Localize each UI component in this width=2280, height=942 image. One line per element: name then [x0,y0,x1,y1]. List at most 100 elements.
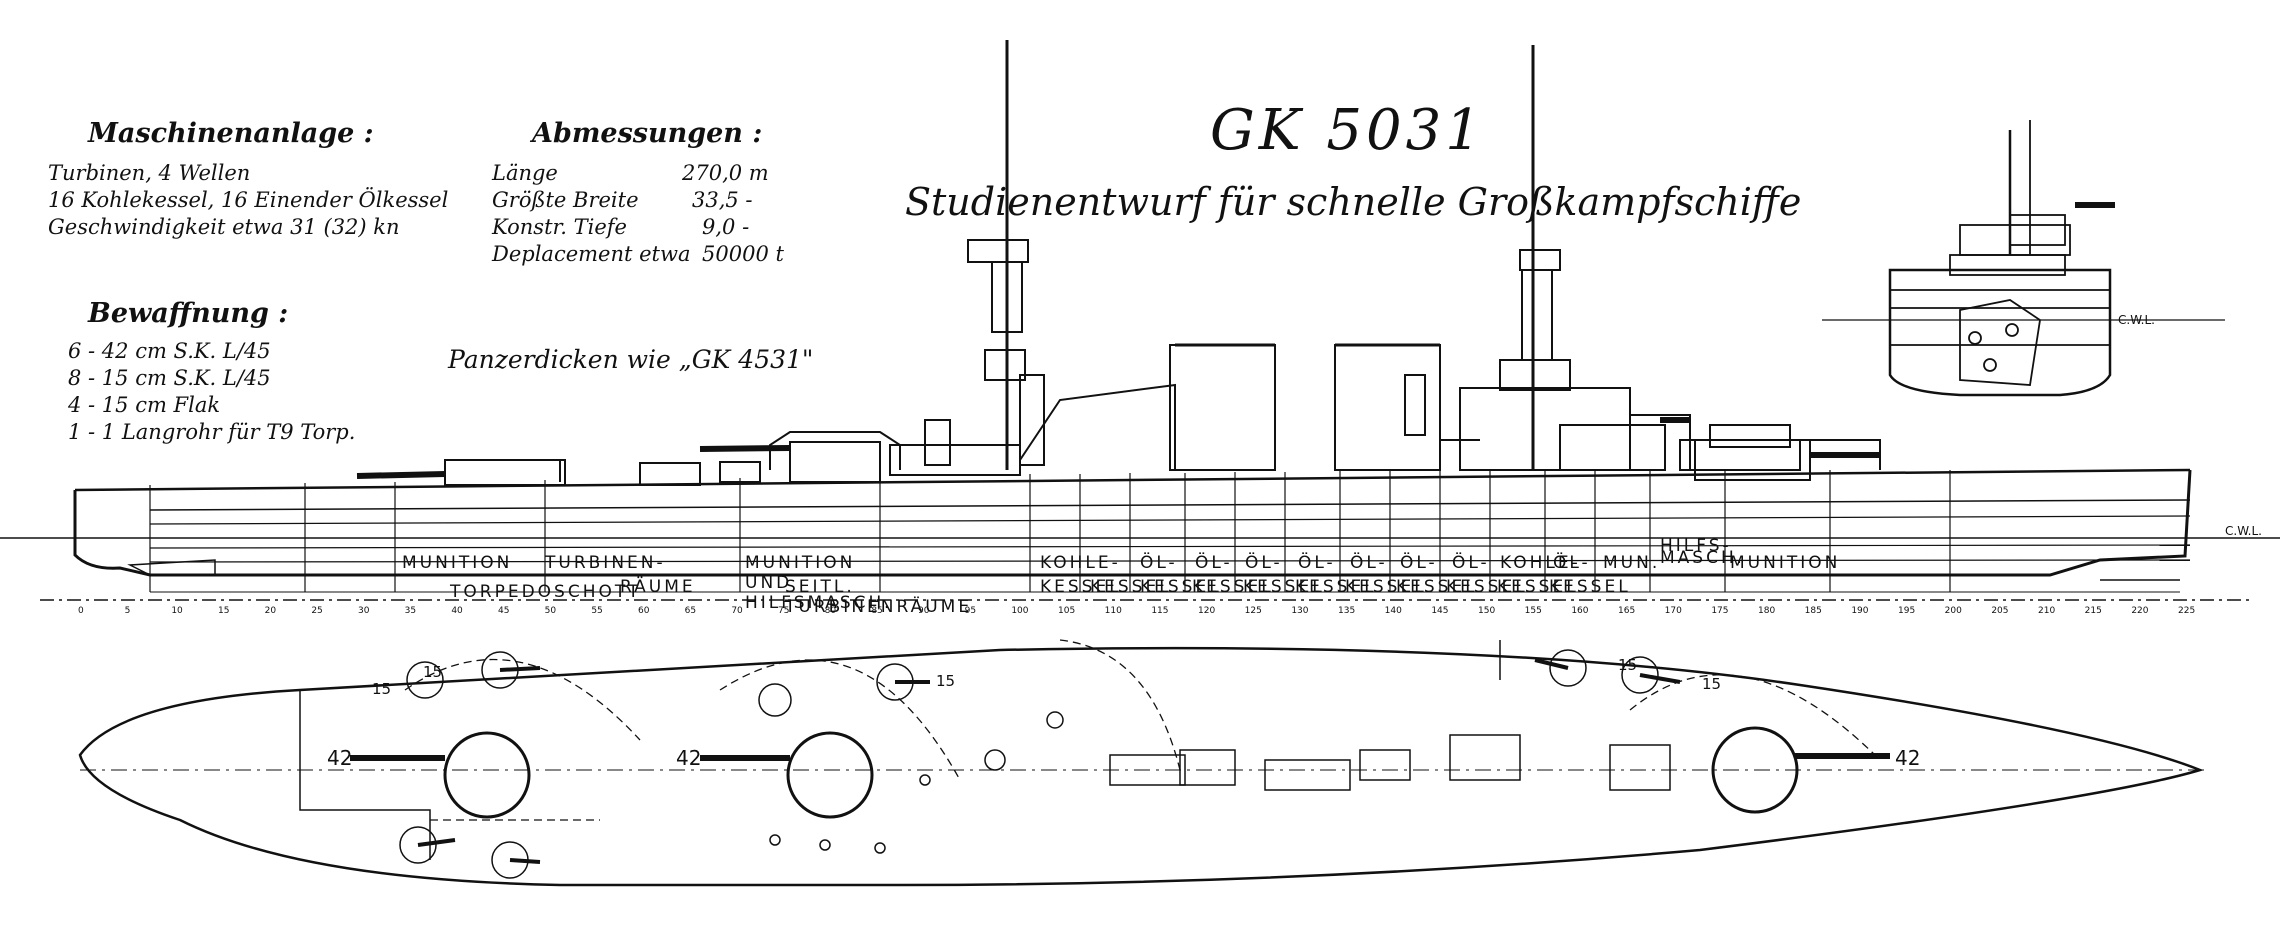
abm-value-4: 50000 t [702,242,784,266]
frame-number: 30 [358,606,370,616]
cwl-label-section: C.W.L. [2118,313,2155,327]
frame-number: 175 [1711,606,1729,616]
gun-label-15-a: 15 [372,680,392,698]
comp-upper-14: MUN. [1603,553,1661,573]
frame-number: 130 [1291,606,1309,616]
comp-upper-13: ÖL- [1553,553,1591,573]
gun-label-15-c: 15 [936,672,956,690]
frame-number: 25 [311,606,323,616]
abm-value-2: 33,5 - [692,188,753,212]
frame-number: 60 [638,606,650,616]
comp-lower-1: TORPEDOSCHOTT [450,582,642,602]
abm-value-1: 270,0 m [682,161,769,185]
frame-number: 100 [1011,606,1029,616]
comp-lower-5: KESSEL [1090,577,1172,597]
frame-number: 65 [684,606,697,616]
frame-number: 115 [1151,606,1169,616]
gun-label-15-d: 15 [1618,656,1638,674]
cwl-label: C.W.L. [2225,524,2262,538]
gun-label-42-mid: 42 [676,746,702,770]
comp-upper-8: ÖL- [1298,553,1336,573]
frame-number: 110 [1104,606,1122,616]
comp-lower-6: KESSEL [1140,577,1222,597]
comp-upper-2: TURBINEN- [545,553,666,573]
frame-number: 220 [2131,606,2149,616]
frame-number: 195 [1898,606,1916,616]
frame-number: 105 [1058,606,1076,616]
comp-lower-14: KESSEL [1549,577,1631,597]
comp-upper-1: MUNITION [402,553,513,573]
frame-number: 180 [1758,606,1776,616]
abm-label-4: Deplacement etwa [492,242,691,266]
comp-upper-11: ÖL- [1452,553,1490,573]
gun-label-15-b: 15 [423,663,443,681]
frame-number: 95 [964,606,977,616]
gun-label-42-aft: 42 [1895,746,1921,770]
frame-number: 200 [1944,606,1962,616]
cross-section [1822,120,2225,397]
frame-number: 75 [778,606,790,616]
comp-lower-3: SEITL. TURBINENRÄUME [785,577,973,617]
frame-number: 170 [1664,606,1682,616]
comp-lower-12: KESSEL [1446,577,1528,597]
frame-number: 190 [1851,606,1869,616]
frame-number: 125 [1244,606,1262,616]
frame-number: 90 [918,606,930,616]
gun-label-15-e: 15 [1702,675,1722,693]
comp-upper-6: ÖL- [1195,553,1233,573]
maschinen-line-2: 16 Kohlekessel, 16 Einender Ölkessel [48,188,449,212]
maschinen-heading: Maschinenanlage : [88,118,374,149]
frame-number: 35 [404,606,417,616]
comp-upper-5: ÖL- [1140,553,1178,573]
bewaffnung-heading: Bewaffnung : [88,298,289,329]
frame-number: 225 [2178,606,2196,616]
comp-upper-10: ÖL- [1400,553,1438,573]
side-elevation [0,40,2280,601]
comp-upper-16: MUNITION [1730,553,1841,573]
comp-upper-4: KOHLE- [1040,553,1121,573]
abm-value-3: 9,0 - [702,215,750,239]
frame-number: 45 [498,606,510,616]
frame-number: 70 [731,606,743,616]
frame-number: 40 [451,606,463,616]
comp-upper-12: KOHLE- [1500,553,1581,573]
frame-number: 165 [1618,606,1636,616]
comp-lower-4: KESSEL [1040,577,1122,597]
comp-lower-2: RÄUME [620,577,696,597]
frame-number: 205 [1991,606,2009,616]
gun-label-42-fwd: 42 [327,746,353,770]
comp-lower-13: KESSEL [1497,577,1579,597]
bew-line-3: 4 - 15 cm Flak [68,393,221,417]
frame-number: 135 [1338,606,1356,616]
abm-label-3: Konstr. Tiefe [492,215,627,239]
frame-number: 140 [1384,606,1402,616]
frame-number: 155 [1524,606,1542,616]
comp-upper-15: HILFS-MASCH. [1660,536,1745,568]
drawing-code: GK 5031 [1210,98,1485,163]
bew-line-1: 6 - 42 cm S.K. L/45 [68,339,271,363]
frame-number: 15 [218,606,230,616]
frame-number: 150 [1478,606,1496,616]
frame-number: 50 [544,606,557,616]
drawing-subtitle: Studienentwurf für schnelle Großkampfsch… [905,180,1802,224]
frame-number: 120 [1198,606,1216,616]
frame-number: 85 [871,606,883,616]
frame-number: 55 [591,606,603,616]
abmessungen-heading: Abmessungen : [532,118,763,149]
abm-label-1: Länge [492,161,558,185]
comp-lower-10: KESSEL [1345,577,1427,597]
frame-number: 5 [124,606,131,616]
frame-number: 0 [78,606,84,616]
comp-lower-9: KESSEL [1295,577,1377,597]
bew-line-4: 1 - 1 Langrohr für T9 Torp. [68,420,356,444]
comp-upper-9: ÖL- [1350,553,1388,573]
frame-number: 160 [1571,606,1589,616]
frame-number: 80 [824,606,837,616]
frame-number: 215 [2084,606,2102,616]
frame-number: 185 [1804,606,1822,616]
plan-view [78,639,2210,887]
comp-upper-7: ÖL- [1245,553,1283,573]
comp-upper-3: MUNITION UND HILFSMASCH. [745,553,893,613]
frame-number: 10 [171,606,183,616]
